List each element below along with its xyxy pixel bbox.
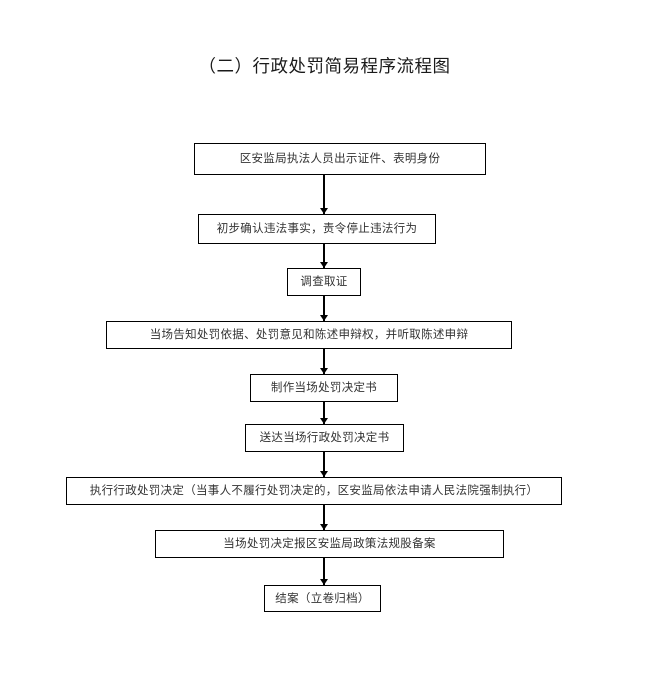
flowchart-node-label: 送达当场行政处罚决定书 [259, 432, 390, 444]
flowchart-node-label: 调查取证 [300, 276, 348, 288]
arrow-down-icon [319, 417, 328, 424]
flow-connector-line [323, 505, 325, 530]
flow-connector-line [323, 349, 325, 374]
flowchart-node: 调查取证 [287, 268, 361, 296]
flowchart-node: 当场告知处罚依据、处罚意见和陈述申辩权，并听取陈述申辩 [106, 321, 512, 349]
flowchart-node: 结案（立卷归档） [264, 585, 381, 612]
flowchart-node: 区安监局执法人员出示证件、表明身份 [194, 143, 486, 175]
flowchart-node-label: 制作当场处罚决定书 [270, 382, 378, 394]
page-title: （二）行政处罚简易程序流程图 [198, 56, 451, 76]
arrow-down-icon [319, 261, 328, 268]
flowchart-node-label: 执行行政处罚决定（当事人不履行处罚决定的，区安监局依法申请人民法院强制执行） [89, 485, 539, 497]
flowchart-node-label: 初步确认违法事实，责令停止违法行为 [216, 223, 418, 235]
flow-connector-line [323, 244, 325, 268]
arrow-down-icon [319, 367, 328, 374]
arrow-down-icon [319, 470, 328, 477]
flowchart-node: 初步确认违法事实，责令停止违法行为 [198, 214, 436, 244]
arrow-down-icon [319, 314, 328, 321]
flow-connector-line [323, 558, 325, 585]
flowchart-node: 送达当场行政处罚决定书 [245, 424, 404, 452]
flowchart-node-label: 区安监局执法人员出示证件、表明身份 [239, 153, 441, 165]
arrow-down-icon [319, 207, 328, 214]
flowchart-node: 制作当场处罚决定书 [250, 374, 398, 402]
flow-connector-line [323, 402, 325, 424]
flow-connector-line [323, 175, 325, 214]
arrow-down-icon [319, 578, 328, 585]
flowchart-node-label: 当场处罚决定报区安监局政策法规股备案 [223, 538, 436, 550]
flow-connector-line [323, 452, 325, 477]
flowchart-node-label: 当场告知处罚依据、处罚意见和陈述申辩权，并听取陈述申辩 [149, 329, 469, 341]
flowchart-node-label: 结案（立卷归档） [275, 592, 370, 605]
arrow-down-icon [319, 523, 328, 530]
flowchart-node: 当场处罚决定报区安监局政策法规股备案 [155, 530, 504, 558]
flow-connector-line [323, 296, 325, 321]
flowchart-node: 执行行政处罚决定（当事人不履行处罚决定的，区安监局依法申请人民法院强制执行） [66, 477, 562, 505]
